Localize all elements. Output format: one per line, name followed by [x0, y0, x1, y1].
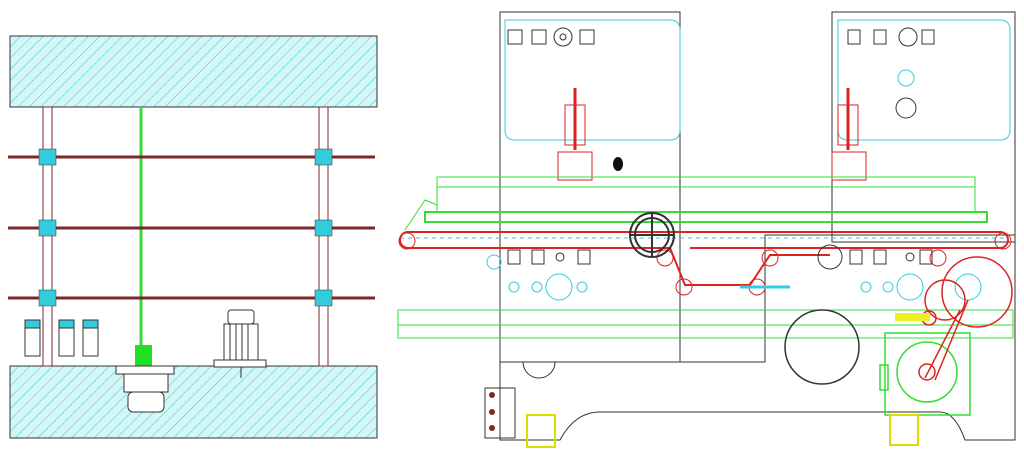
- clamp: [314, 289, 333, 307]
- right-pneumatic-cylinder: [831, 88, 867, 181]
- left-pneumatic-cylinder: [557, 88, 593, 181]
- lower-rail: [424, 211, 988, 223]
- clamp: [38, 289, 57, 307]
- vertical-motor-icon: [213, 309, 267, 378]
- top-hatched-beam: [9, 35, 378, 108]
- clamp: [314, 219, 333, 237]
- red-conveyor-belt: [399, 231, 1009, 286]
- large-drum: [784, 309, 860, 385]
- side-mount-plate: [484, 387, 516, 439]
- drive-drum: [629, 212, 675, 258]
- yellow-link-arm: [895, 313, 930, 321]
- clamp: [38, 219, 57, 237]
- yellow-bracket-left: [526, 414, 556, 448]
- base-hatched-block: [9, 365, 378, 439]
- left-column: [42, 106, 53, 367]
- lower-frame-outline: [499, 234, 1016, 441]
- right-guard-outline: [837, 19, 1011, 141]
- clamp: [314, 148, 333, 166]
- left-guard-outline: [504, 19, 681, 141]
- small-cylinders: [24, 319, 99, 357]
- cyan-sprockets: [486, 254, 982, 301]
- front-elevation-view: [397, 11, 1016, 448]
- base-rail: [397, 309, 1014, 339]
- drive-motor: [879, 332, 971, 416]
- sensor-icon: [613, 157, 623, 171]
- right-column: [318, 106, 329, 367]
- upper-fittings: [507, 27, 935, 119]
- upper-rail: [436, 176, 976, 188]
- right-frame-plate: [831, 11, 1016, 243]
- horizontal-bars: [8, 155, 375, 300]
- side-elevation-view: [8, 35, 378, 439]
- clamp: [38, 148, 57, 166]
- cutout-arc: [522, 361, 556, 379]
- bar-clamps: [38, 148, 333, 307]
- lower-fittings: [507, 244, 933, 270]
- yellow-bracket-right: [889, 414, 919, 446]
- gear-motor-icon: [115, 365, 175, 413]
- drive-linkage: [918, 256, 1013, 381]
- green-guide-rails: [397, 176, 1014, 339]
- rod-block: [135, 345, 152, 366]
